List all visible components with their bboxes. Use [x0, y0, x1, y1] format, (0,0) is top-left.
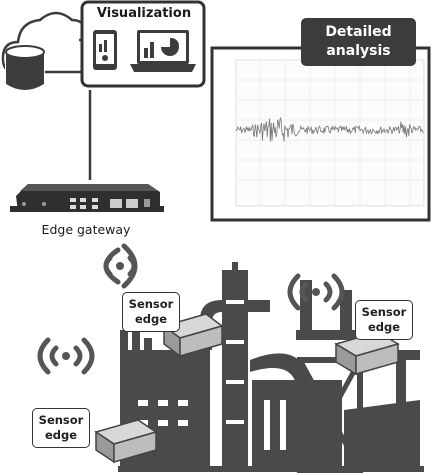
sensor-label-line1: Sensor [38, 413, 84, 427]
sensor-edge-label: Sensor edge [355, 300, 413, 340]
sensor-edge-label: Sensor edge [122, 292, 180, 332]
detailed-analysis-line1: Detailed [325, 24, 392, 40]
factory-window-details [138, 300, 286, 450]
edge-gateway-label: Edge gateway [41, 222, 131, 237]
smartphone-icon [93, 30, 117, 70]
vibration-signal-line [235, 116, 424, 142]
cloud-database-icon [1, 11, 97, 90]
sensor-edge-label: Sensor edge [32, 408, 90, 448]
sensor-label-line2: edge [367, 320, 401, 334]
wireless-signal-icon [287, 273, 345, 311]
detailed-analysis-label: Detailed analysis [301, 18, 416, 66]
sensor-label-line1: Sensor [128, 297, 174, 311]
sensor-label-line2: edge [134, 312, 168, 326]
wireless-signal-icon [37, 337, 95, 375]
visualization-title: Visualization [96, 6, 192, 21]
wireless-signal-icon [103, 243, 138, 289]
edge-gateway-device [10, 184, 164, 212]
visualization-panel [80, 0, 206, 88]
laptop-icon [130, 30, 196, 72]
sensor-label-line2: edge [44, 428, 78, 442]
analysis-chart-panel [210, 46, 431, 222]
sensor-device [162, 313, 224, 358]
sensor-device [94, 419, 158, 464]
sensor-label-line1: Sensor [361, 305, 407, 319]
detailed-analysis-line2: analysis [326, 43, 391, 59]
